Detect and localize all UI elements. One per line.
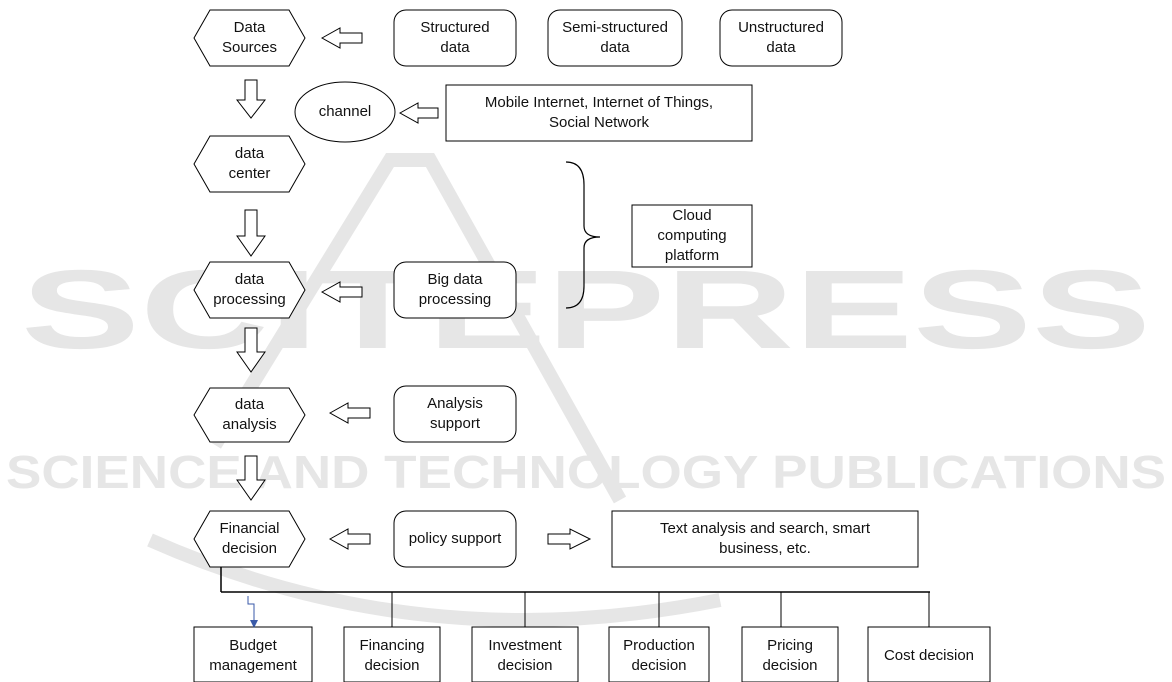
decision-box-production: [608, 626, 710, 682]
left-arrow: [320, 27, 363, 49]
big-data-processing-box: [393, 261, 517, 319]
stage-hexagon-data-analysis: [193, 387, 306, 443]
policy-support-label: policy support: [408, 530, 502, 547]
big-data-processing-label: Big data processing: [418, 271, 492, 308]
stage-label-financial-decision: Financial decision: [219, 520, 280, 557]
analysis-support-box: [393, 385, 517, 443]
decision-box-investment: [471, 626, 579, 682]
down-arrow: [236, 327, 266, 373]
watermark-sub-text: SCIENCE AND TECHNOLOGY PUBLICATIONS: [6, 446, 1166, 498]
down-arrow: [235, 79, 267, 119]
decision-box-pricing: [741, 626, 839, 682]
watermark-swoosh: [147, 533, 722, 627]
stage-label-data-processing: data processing: [213, 271, 286, 308]
channel-ellipse: [294, 81, 396, 143]
decision-box-budget: [193, 626, 313, 682]
decision-label-cost: Cost decision: [883, 647, 975, 664]
data-type-box-unstructured: [719, 9, 843, 67]
cloud-platform-label: Cloud computing platform: [657, 207, 727, 264]
analysis-support-label: Analysis support: [427, 395, 483, 432]
decision-label-investment: Investment decision: [488, 637, 562, 674]
text-analysis-box: [611, 510, 919, 568]
channel-sources-label: Mobile Internet, Internet of Things, Soc…: [484, 94, 714, 131]
decision-label-pricing: Pricing decision: [762, 637, 818, 674]
watermark-swoosh: [209, 153, 627, 504]
stage-hexagon-data-sources: [193, 9, 306, 67]
down-arrow: [236, 455, 266, 501]
stage-hexagon-data-processing: [193, 261, 306, 319]
cloud-platform-box: [631, 204, 753, 268]
left-arrow: [328, 528, 371, 550]
channel-label: channel: [318, 103, 372, 120]
decision-label-budget: Budget management: [209, 637, 297, 674]
left-arrow: [398, 102, 439, 124]
stage-label-data-center: data center: [228, 145, 271, 182]
left-arrow: [320, 281, 363, 303]
decision-label-financing: Financing decision: [359, 637, 425, 674]
data-type-box-structured: [393, 9, 517, 67]
cloud-brace: [565, 161, 601, 309]
stage-label-data-analysis: data analysis: [222, 396, 277, 433]
channel-sources-box: [445, 84, 753, 142]
left-arrow: [328, 402, 371, 424]
stage-hexagon-data-center: [193, 135, 306, 193]
policy-support-box: [393, 510, 517, 568]
down-arrow: [236, 209, 266, 257]
text-analysis-label: Text analysis and search, smart business…: [659, 520, 871, 557]
decision-label-production: Production decision: [623, 637, 695, 674]
data-type-unstructured: Unstructured data: [738, 19, 824, 56]
right-arrow: [547, 528, 592, 550]
decision-box-financing: [343, 626, 441, 682]
data-type-box-semi-structured: [547, 9, 683, 67]
data-type-structured: Structured data: [420, 19, 490, 56]
stage-hexagon-financial-decision: [193, 510, 306, 568]
budget-connector-arrow: [247, 596, 258, 628]
data-type-semi-structured: Semi-structured data: [562, 19, 668, 56]
stage-label-data-sources: Data Sources: [221, 19, 278, 56]
